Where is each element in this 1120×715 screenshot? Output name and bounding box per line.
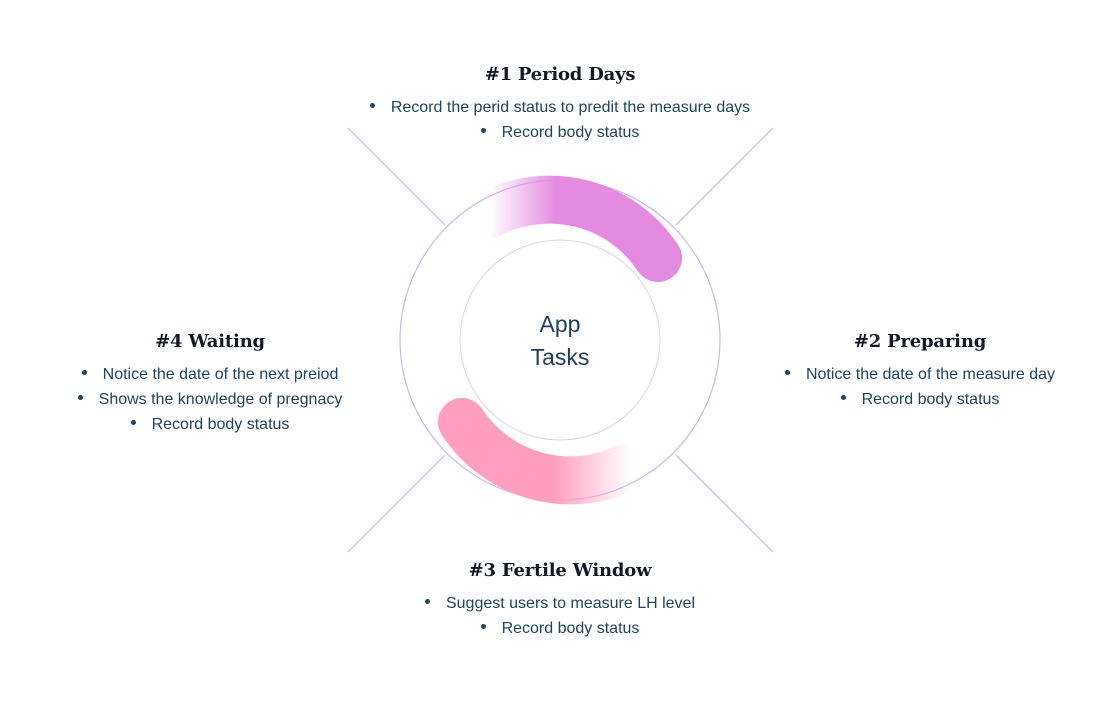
section-waiting: #4 Waiting Notice the date of the next p… bbox=[40, 331, 380, 437]
bullet-item: Suggest users to measure LH level bbox=[380, 591, 740, 616]
bullet-list: Suggest users to measure LH level Record… bbox=[380, 591, 740, 641]
bullet-item: Record body status bbox=[40, 412, 380, 437]
section-fertile-window: #3 Fertile Window Suggest users to measu… bbox=[380, 560, 740, 641]
bullet-dot-icon bbox=[480, 128, 486, 134]
bullet-item: Record body status bbox=[760, 387, 1080, 412]
section-title: #4 Waiting bbox=[155, 331, 265, 352]
bullet-item: Shows the knowledge of pregnacy bbox=[40, 387, 380, 412]
period-days-arc bbox=[466, 175, 682, 282]
bullet-item: Notice the date of the next preiod bbox=[40, 362, 380, 387]
bullet-list: Notice the date of the measure day Recor… bbox=[760, 362, 1080, 412]
bullet-list: Notice the date of the next preiod Shows… bbox=[40, 362, 380, 437]
bullet-dot-icon bbox=[369, 103, 375, 109]
bullet-dot-icon bbox=[480, 624, 486, 630]
bullet-dot-icon bbox=[77, 395, 83, 401]
bullet-dot-icon bbox=[424, 599, 430, 605]
section-preparing: #2 Preparing Notice the date of the meas… bbox=[760, 331, 1080, 412]
bullet-dot-icon bbox=[784, 370, 790, 376]
center-label: App Tasks bbox=[460, 308, 660, 374]
center-label-line1: App bbox=[539, 311, 581, 337]
bullet-dot-icon bbox=[81, 370, 87, 376]
inner-circle bbox=[459, 239, 661, 441]
fertile-window-arc bbox=[438, 398, 654, 505]
bullet-item: Record body status bbox=[310, 120, 810, 145]
section-title: #1 Period Days bbox=[484, 64, 636, 85]
connector-line-top-left bbox=[347, 127, 446, 226]
section-title: #3 Fertile Window bbox=[468, 560, 652, 581]
bullet-item: Record body status bbox=[380, 616, 740, 641]
bullet-item: Record the perid status to predit the me… bbox=[310, 95, 810, 120]
center-label-line2: Tasks bbox=[530, 344, 590, 370]
connector-line-bottom-left bbox=[347, 454, 446, 553]
bullet-dot-icon bbox=[840, 395, 846, 401]
connector-line-top-right bbox=[675, 127, 774, 226]
bullet-list: Record the perid status to predit the me… bbox=[310, 95, 810, 145]
connector-line-bottom-right bbox=[675, 454, 774, 553]
section-period-days: #1 Period Days Record the perid status t… bbox=[310, 64, 810, 145]
section-title: #2 Preparing bbox=[853, 331, 987, 352]
bullet-item: Notice the date of the measure day bbox=[760, 362, 1080, 387]
bullet-dot-icon bbox=[130, 420, 136, 426]
